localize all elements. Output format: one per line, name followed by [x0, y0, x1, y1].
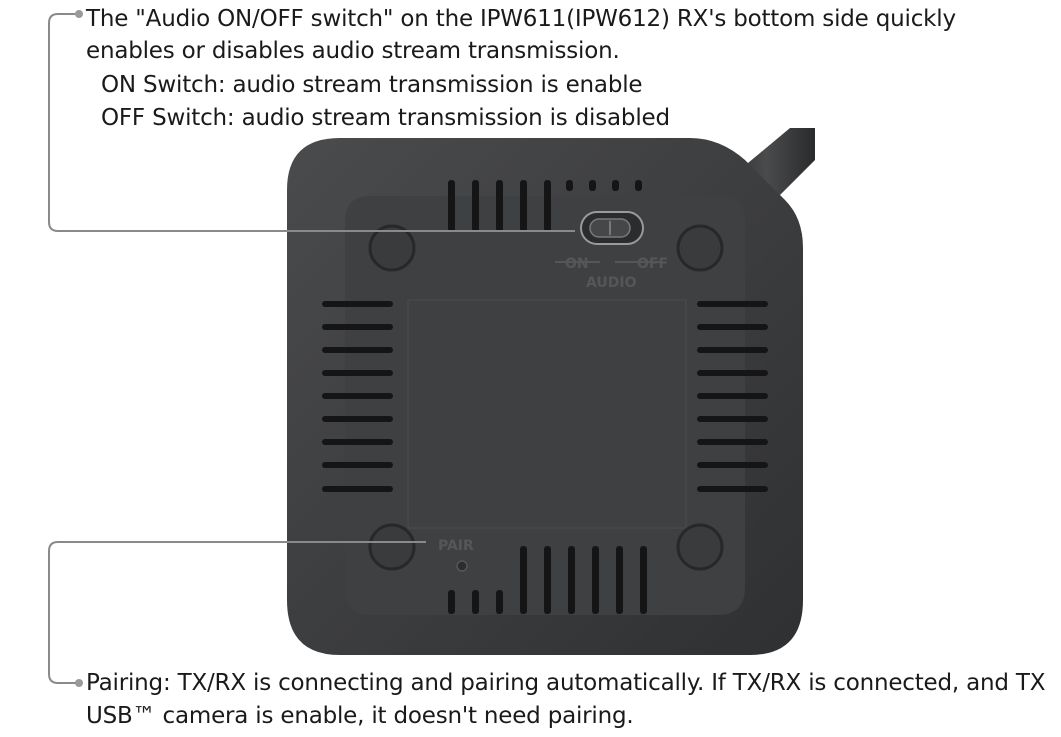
top-vents [448, 180, 642, 232]
pairing-callout-line1: Pairing: TX/RX is connecting and pairing… [86, 670, 1046, 696]
pair-button [456, 560, 468, 572]
left-vents [322, 301, 393, 492]
plate-inset [407, 299, 687, 529]
bottom-vents [448, 546, 647, 614]
switch-on-label: ON [565, 256, 589, 272]
audio-switch [555, 211, 660, 263]
audio-callout-line1: The "Audio ON/OFF switch" on the IPW611(… [86, 6, 956, 32]
pairing-callout-line2: USB™ camera is enable, it doesn't need p… [86, 703, 634, 729]
switch-off-label: OFF [637, 256, 668, 272]
rubber-feet [368, 224, 724, 571]
audio-callout-line2: enables or disables audio stream transmi… [86, 38, 620, 64]
pair-label: PAIR [438, 538, 474, 554]
audio-callout-line3: ON Switch: audio stream transmission is … [101, 72, 643, 98]
leader-dots [75, 10, 83, 687]
switch-name-label: AUDIO [586, 275, 637, 291]
audio-callout-line4: OFF Switch: audio stream transmission is… [101, 105, 670, 131]
leader-lines [48, 13, 575, 684]
right-vents [697, 301, 768, 492]
